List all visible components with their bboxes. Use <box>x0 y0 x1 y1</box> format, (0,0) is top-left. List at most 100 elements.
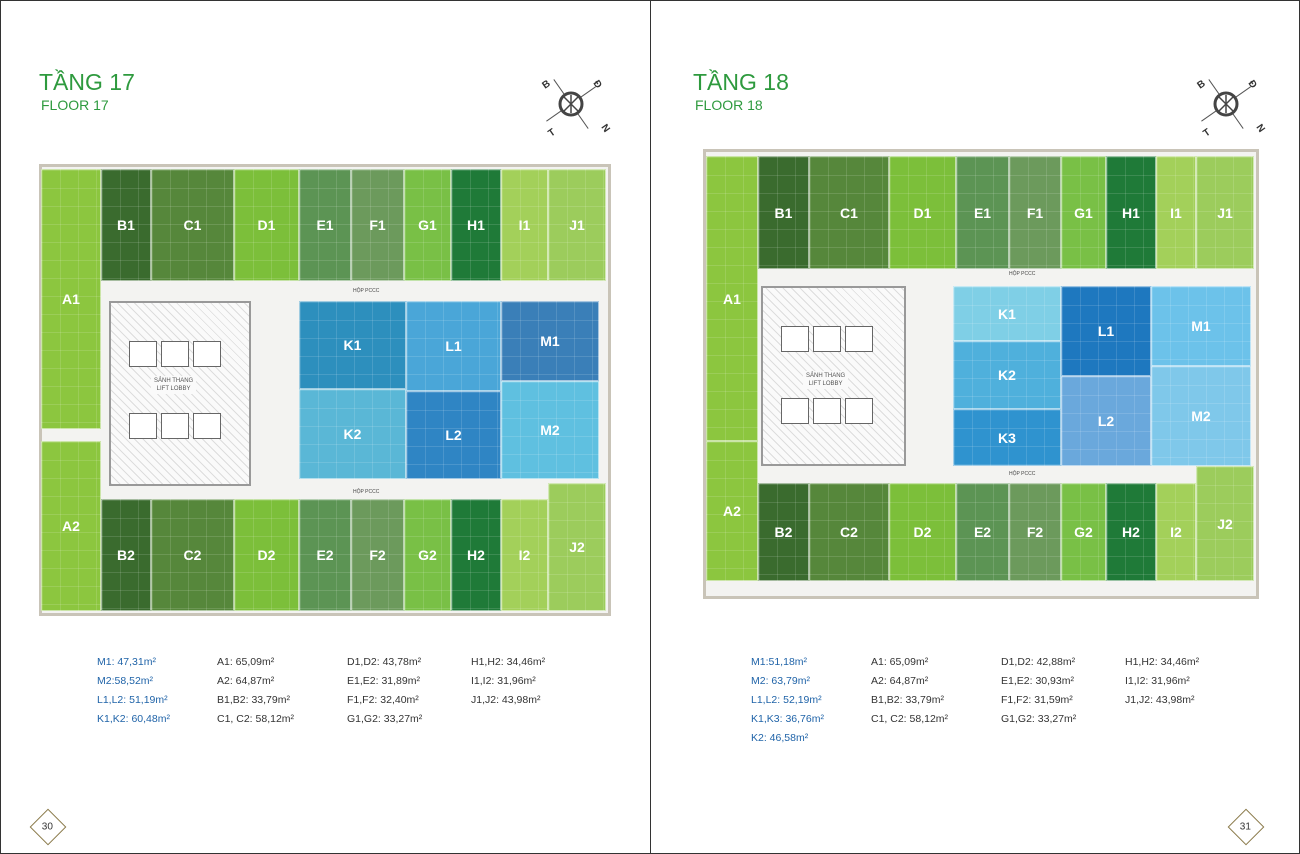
unit-label: K3 <box>998 429 1016 446</box>
lift-car <box>193 413 221 439</box>
unit-b2[interactable]: B2 <box>758 483 809 581</box>
unit-j2[interactable]: J2 <box>1196 466 1254 581</box>
unit-a2[interactable]: A2 <box>706 441 758 581</box>
unit-l1[interactable]: L1 <box>1061 286 1151 376</box>
unit-k1[interactable]: K1 <box>299 301 406 389</box>
unit-k2[interactable]: K2 <box>299 389 406 479</box>
area-legend-item: D1,D2: 42,88m² <box>1001 656 1076 668</box>
unit-m2[interactable]: M2 <box>1151 366 1251 466</box>
area-legend-item: H1,H2: 34,46m² <box>471 656 546 668</box>
unit-label: K2 <box>343 426 362 442</box>
unit-label: F2 <box>1026 524 1044 540</box>
unit-a1[interactable]: A1 <box>706 156 758 441</box>
unit-g1[interactable]: G1 <box>404 169 451 281</box>
unit-d1[interactable]: D1 <box>234 169 299 281</box>
unit-label: E2 <box>316 547 334 563</box>
unit-m1[interactable]: M1 <box>501 301 599 381</box>
lift-core <box>761 286 906 466</box>
lift-car <box>161 413 189 439</box>
unit-c2[interactable]: C2 <box>809 483 889 581</box>
unit-i2[interactable]: I2 <box>501 499 548 611</box>
area-legend-item: B1,B2: 33,79m² <box>871 694 944 706</box>
unit-f1[interactable]: F1 <box>351 169 404 281</box>
fire-box-label: HỘP PCCC <box>1009 471 1036 477</box>
unit-m1[interactable]: M1 <box>1151 286 1251 366</box>
area-legend-item: K1,K3: 36,76m² <box>751 713 824 725</box>
fire-box-label: HỘP PCCC <box>353 288 380 294</box>
unit-label: D1 <box>913 204 932 221</box>
area-legend-item: E1,E2: 30,93m² <box>1001 675 1074 687</box>
unit-e1[interactable]: E1 <box>956 156 1009 269</box>
unit-j2[interactable]: J2 <box>548 483 606 611</box>
unit-e2[interactable]: E2 <box>299 499 351 611</box>
unit-f2[interactable]: F2 <box>1009 483 1061 581</box>
unit-label: G2 <box>1074 524 1093 540</box>
area-legend-item: F1,F2: 31,59m² <box>1001 694 1073 706</box>
unit-label: G2 <box>418 547 437 563</box>
unit-c2[interactable]: C2 <box>151 499 234 611</box>
unit-label: F1 <box>369 217 386 233</box>
unit-label: G1 <box>418 217 437 233</box>
unit-label: L2 <box>1097 413 1115 429</box>
unit-g2[interactable]: G2 <box>404 499 451 611</box>
unit-h2[interactable]: H2 <box>451 499 501 611</box>
unit-label: J1 <box>1217 204 1233 221</box>
unit-l1[interactable]: L1 <box>406 301 501 391</box>
unit-d2[interactable]: D2 <box>234 499 299 611</box>
unit-label: E1 <box>316 217 334 233</box>
unit-k1[interactable]: K1 <box>953 286 1061 341</box>
unit-label: J2 <box>569 539 585 555</box>
unit-i1[interactable]: I1 <box>1156 156 1196 269</box>
unit-h1[interactable]: H1 <box>451 169 501 281</box>
unit-label: C1 <box>183 217 202 233</box>
area-legend-item: C1, C2: 58,12m² <box>217 713 295 725</box>
unit-g2[interactable]: G2 <box>1061 483 1106 581</box>
unit-i1[interactable]: I1 <box>501 169 548 281</box>
unit-k2[interactable]: K2 <box>953 341 1061 409</box>
unit-j1[interactable]: J1 <box>1196 156 1254 269</box>
unit-b2[interactable]: B2 <box>101 499 151 611</box>
unit-b1[interactable]: B1 <box>758 156 809 269</box>
area-legend-item: I1,I2: 31,96m² <box>1125 675 1190 687</box>
svg-text:T: T <box>1201 127 1212 139</box>
unit-d1[interactable]: D1 <box>889 156 956 269</box>
unit-l2[interactable]: L2 <box>406 391 501 479</box>
unit-d2[interactable]: D2 <box>889 483 956 581</box>
unit-c1[interactable]: C1 <box>151 169 234 281</box>
unit-a1[interactable]: A1 <box>41 169 101 429</box>
unit-f1[interactable]: F1 <box>1009 156 1061 269</box>
unit-j1[interactable]: J1 <box>548 169 606 281</box>
unit-h1[interactable]: H1 <box>1106 156 1156 269</box>
area-legend-item: E1,E2: 31,89m² <box>347 675 420 687</box>
area-legend-item: G1,G2: 33,27m² <box>347 713 423 725</box>
unit-label: I1 <box>518 217 531 233</box>
fire-box-label: HỘP PCCC <box>353 489 380 495</box>
area-legend-column: D1,D2: 42,88m² E1,E2: 30,93m² F1,F2: 31,59… <box>1001 653 1076 729</box>
lift-car <box>129 413 157 439</box>
area-legend-item: G1,G2: 33,27m² <box>1001 713 1077 725</box>
unit-g1[interactable]: G1 <box>1061 156 1106 269</box>
unit-label: K1 <box>343 337 362 353</box>
unit-f2[interactable]: F2 <box>351 499 404 611</box>
unit-label: F2 <box>369 547 386 563</box>
unit-label: D2 <box>257 547 276 563</box>
unit-h2[interactable]: H2 <box>1106 483 1156 581</box>
lift-car <box>781 326 809 352</box>
unit-c1[interactable]: C1 <box>809 156 889 269</box>
unit-i2[interactable]: I2 <box>1156 483 1196 581</box>
unit-k3[interactable]: K3 <box>953 409 1061 466</box>
unit-a2[interactable]: A2 <box>41 441 101 611</box>
unit-m2[interactable]: M2 <box>501 381 599 479</box>
unit-l2[interactable]: L2 <box>1061 376 1151 466</box>
unit-label: K2 <box>998 367 1016 383</box>
unit-b1[interactable]: B1 <box>101 169 151 281</box>
unit-e1[interactable]: E1 <box>299 169 351 281</box>
area-legend-item: I1,I2: 31,96m² <box>471 675 536 687</box>
page-number: 30 <box>42 821 54 833</box>
unit-e2[interactable]: E2 <box>956 483 1009 581</box>
